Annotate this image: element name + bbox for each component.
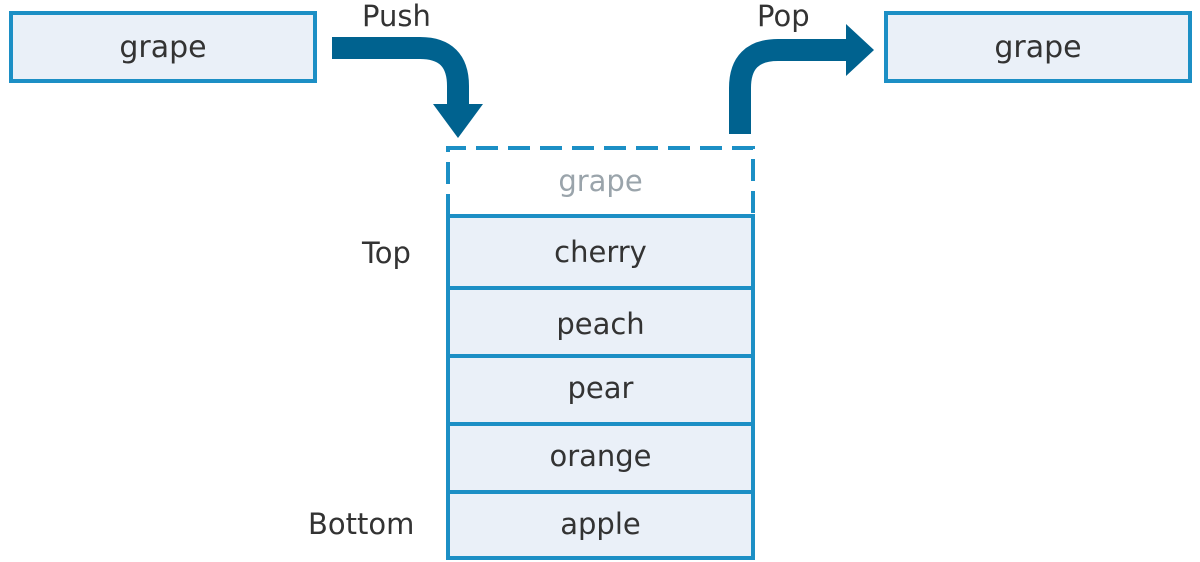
- stack-divider: [450, 422, 751, 426]
- stack: cherry peach pear orange apple: [446, 214, 755, 560]
- pop-arrow-shaft: [729, 39, 846, 134]
- stack-item: apple: [450, 490, 751, 558]
- push-input-item: grape: [119, 29, 207, 65]
- stack-item-label: peach: [556, 307, 645, 341]
- incoming-slot-outline: [446, 146, 755, 216]
- pop-output-item: grape: [994, 29, 1082, 65]
- push-label: Push: [362, 0, 431, 33]
- stack-divider: [450, 354, 751, 358]
- stack-item-label: pear: [567, 371, 634, 405]
- push-arrowhead-icon: [433, 104, 483, 138]
- incoming-slot: grape: [446, 146, 755, 216]
- stack-item: orange: [450, 422, 751, 490]
- stack-item: cherry: [450, 218, 751, 286]
- incoming-item: grape: [558, 164, 643, 198]
- stack-item: pear: [450, 354, 751, 422]
- stack-item-label: apple: [560, 507, 641, 541]
- pop-output-box: grape: [884, 11, 1192, 83]
- stack-item-label: cherry: [554, 235, 647, 269]
- top-label: Top: [362, 236, 411, 270]
- push-input-box: grape: [9, 11, 317, 83]
- bottom-label: Bottom: [308, 507, 415, 541]
- push-arrow-shaft: [332, 37, 469, 104]
- pop-label: Pop: [757, 0, 810, 33]
- pop-arrowhead-icon: [846, 24, 874, 76]
- stack-divider: [450, 286, 751, 290]
- stack-item-label: orange: [549, 439, 652, 473]
- stack-item: peach: [450, 290, 751, 358]
- stack-divider: [450, 490, 751, 494]
